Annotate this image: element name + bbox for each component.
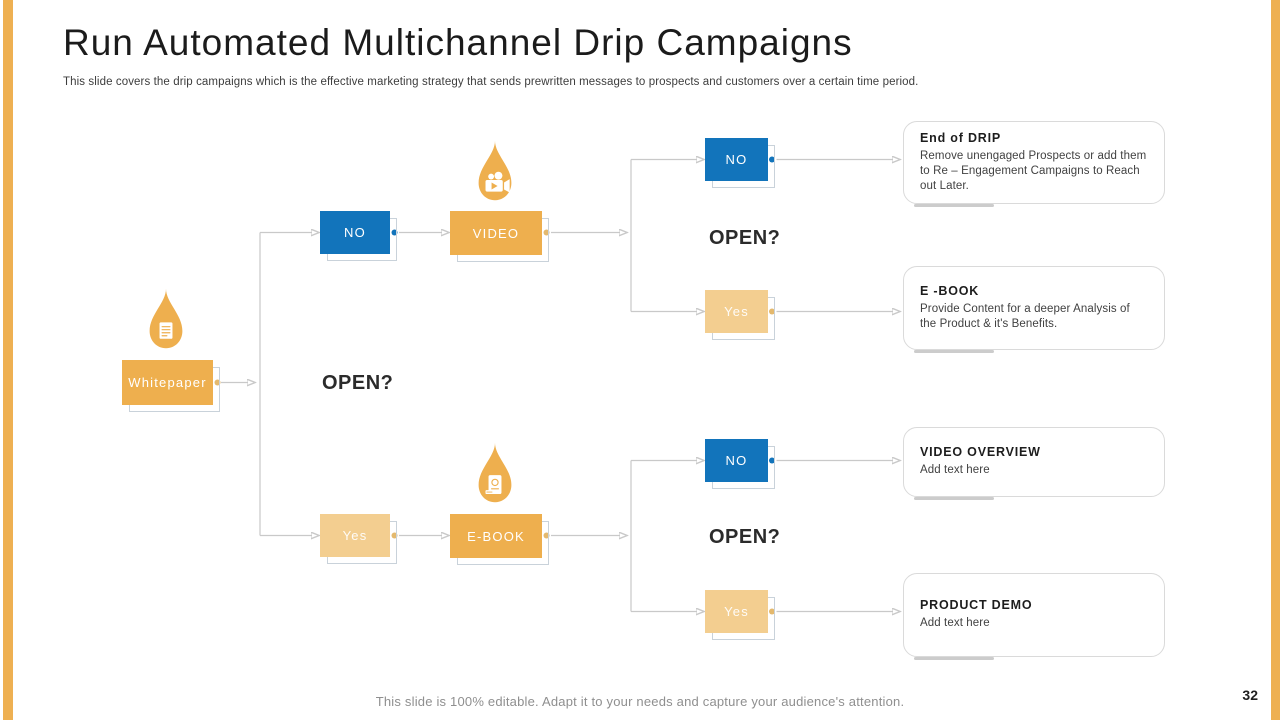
flow-node-no-3: NO — [705, 439, 775, 489]
flow-node-video: VIDEO — [450, 211, 549, 262]
flow-node-label: NO — [320, 211, 390, 254]
flow-node-label: Yes — [705, 290, 768, 333]
flow-node-label: NO — [705, 138, 768, 181]
info-card-ebook: E -BOOK Provide Content for a deeper Ana… — [903, 266, 1165, 353]
flow-node-no-2: NO — [705, 138, 775, 188]
card-title: PRODUCT DEMO — [920, 598, 1033, 613]
page-number: 32 — [1242, 687, 1258, 703]
info-card-video-overview: VIDEO OVERVIEW Add text here — [903, 427, 1165, 500]
flow-node-label: Whitepaper — [122, 360, 213, 405]
flow-node-no-1: NO — [320, 211, 397, 261]
card-body: Provide Content for a deeper Analysis of… — [920, 302, 1130, 330]
flow-node-whitepaper: Whitepaper — [122, 360, 220, 412]
info-card-end-of-drip: End of DRIP Remove unengaged Prospects o… — [903, 121, 1165, 207]
ebook-drop-icon — [478, 442, 512, 503]
flow-node-yes-1: Yes — [705, 290, 775, 340]
card-title: VIDEO OVERVIEW — [920, 445, 1041, 460]
whitepaper-drop-icon — [149, 288, 183, 349]
open-question-top: OPEN? — [709, 227, 781, 249]
card-body: Remove unengaged Prospects or add them t… — [920, 149, 1147, 193]
flow-node-ebook: E-BOOK — [450, 514, 549, 565]
video-camera-icon — [485, 171, 510, 193]
card-body: Add text here — [920, 617, 990, 630]
flow-node-label: Yes — [320, 514, 390, 557]
left-accent-strip — [3, 0, 13, 720]
open-question-mid: OPEN? — [322, 372, 394, 394]
open-question-bottom: OPEN? — [709, 526, 781, 548]
flow-node-yes-2: Yes — [320, 514, 397, 564]
flow-node-label: Yes — [705, 590, 768, 633]
footer-note: This slide is 100% editable. Adapt it to… — [375, 694, 905, 709]
video-drop-icon — [478, 140, 512, 201]
page-title: Run Automated Multichannel Drip Campaign… — [63, 22, 853, 63]
info-card-product-demo: PRODUCT DEMO Add text here — [903, 573, 1165, 660]
document-icon — [159, 322, 173, 339]
flow-node-label: E-BOOK — [450, 514, 542, 558]
page-subtitle: This slide covers the drip campaigns whi… — [63, 76, 919, 88]
flow-node-label: NO — [705, 439, 768, 482]
card-title: E -BOOK — [920, 283, 980, 298]
card-body: Add text here — [920, 464, 990, 477]
right-accent-strip — [1271, 0, 1280, 720]
flow-node-yes-3: Yes — [705, 590, 775, 640]
ebook-icon — [485, 475, 502, 495]
card-title: End of DRIP — [920, 130, 1002, 145]
flow-node-label: VIDEO — [450, 211, 542, 255]
